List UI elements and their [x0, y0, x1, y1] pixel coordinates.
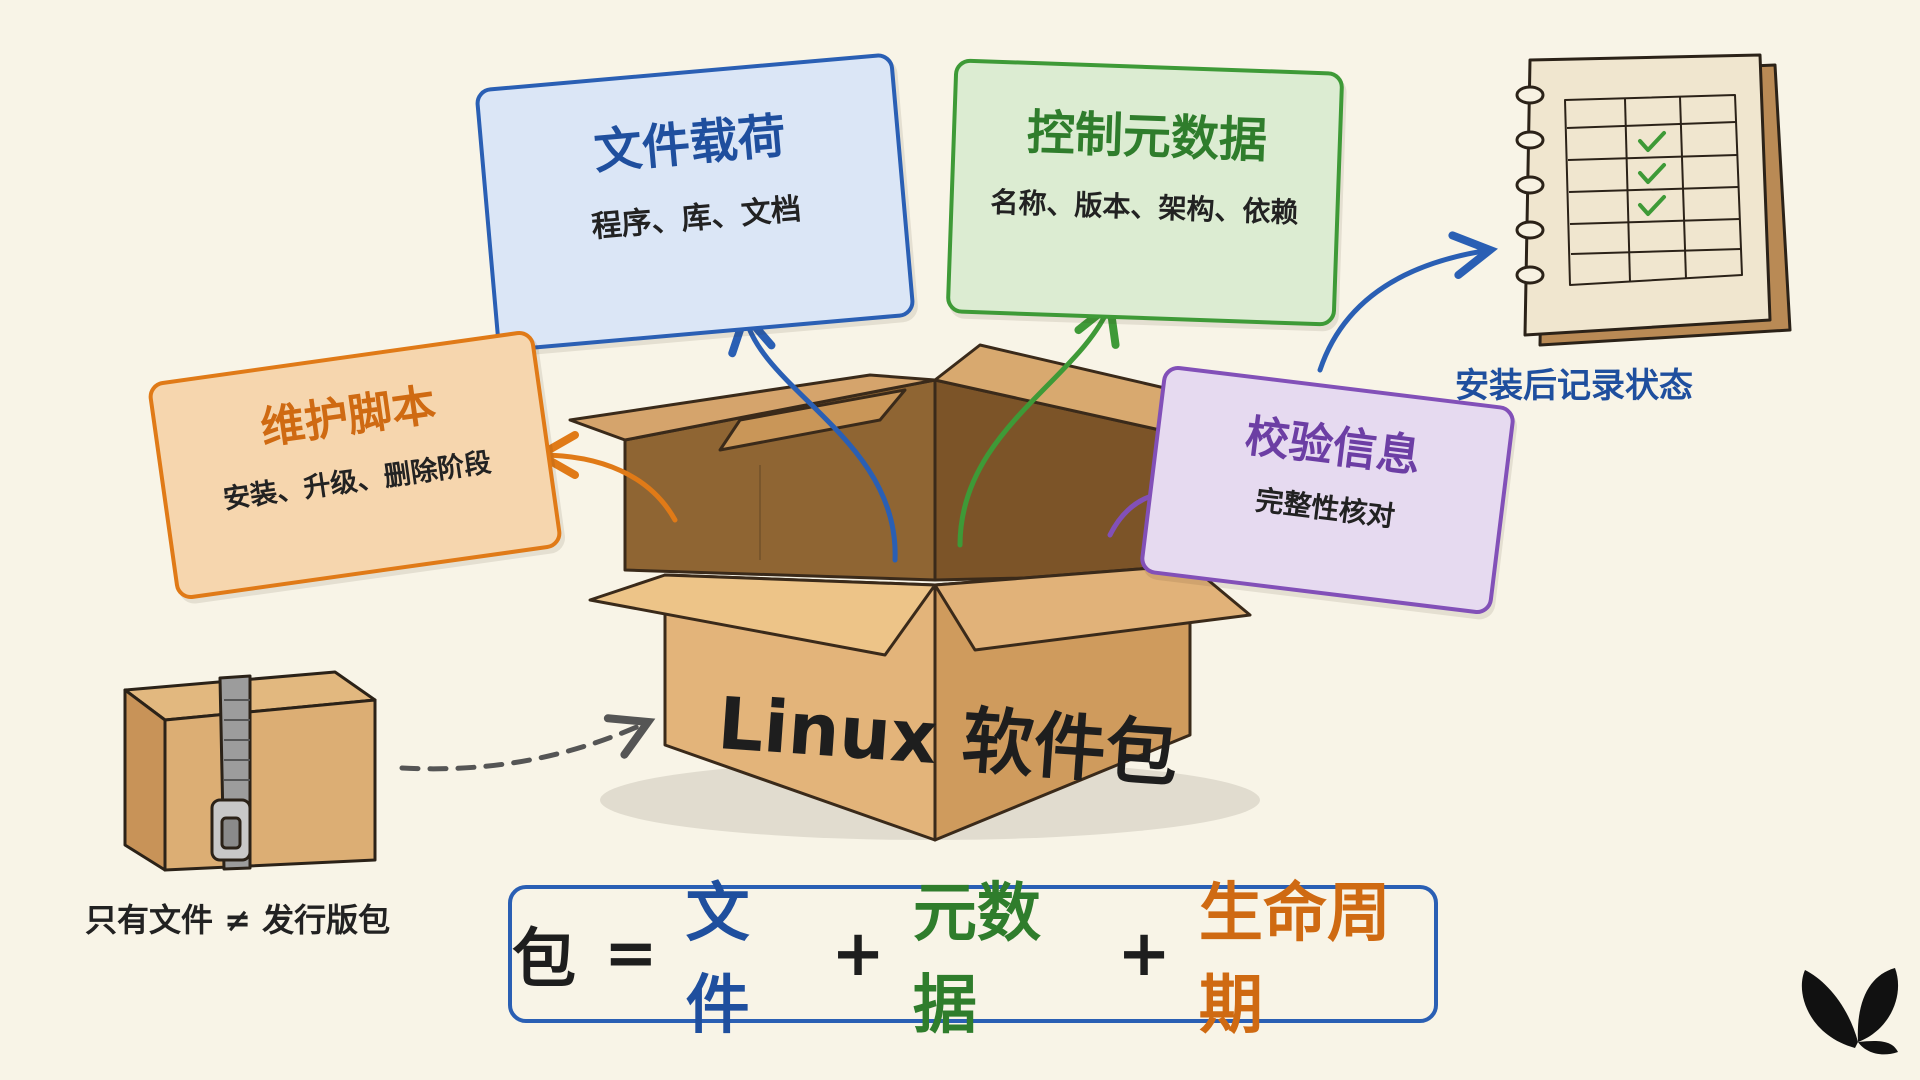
arrow-to-files [728, 307, 898, 563]
card-metadata-subtitle: 名称、版本、架构、依赖 [989, 185, 1299, 230]
arrow-to-metadata [957, 297, 1120, 548]
formula-package: 包 [512, 923, 576, 997]
notebook-checklist-icon [1515, 53, 1792, 347]
formula-equals: = [604, 917, 658, 991]
arrow-to-record [1317, 231, 1498, 373]
arrow-to-scripts [531, 431, 678, 523]
card-files-title: 文件载荷 [591, 107, 788, 181]
zip-caption: 只有文件 ≠ 发行版包 [85, 901, 391, 939]
card-metadata-title: 控制元数据 [1026, 104, 1268, 170]
formula-box: 包 = 文件 + 元数据 + 生命周期 [508, 877, 1438, 1043]
card-files: 文件载荷 程序、库、文档 [474, 52, 916, 353]
open-box-icon [568, 343, 1252, 842]
card-files-subtitle: 程序、库、文档 [590, 191, 803, 245]
formula-plus-2: + [1117, 917, 1171, 991]
butterfly-logo-icon [1801, 968, 1899, 1055]
formula-metadata: 元数据 [912, 877, 1041, 1043]
record-label: 安装后记录状态 [1455, 366, 1693, 406]
formula-plus-1: + [831, 917, 885, 991]
card-metadata: 控制元数据 名称、版本、架构、依赖 [945, 58, 1345, 327]
formula-files: 文件 [685, 877, 750, 1043]
formula-lifecycle: 生命周期 [1198, 877, 1391, 1043]
zipped-box-icon [123, 670, 377, 872]
arrow-zip-to-box [399, 714, 656, 772]
